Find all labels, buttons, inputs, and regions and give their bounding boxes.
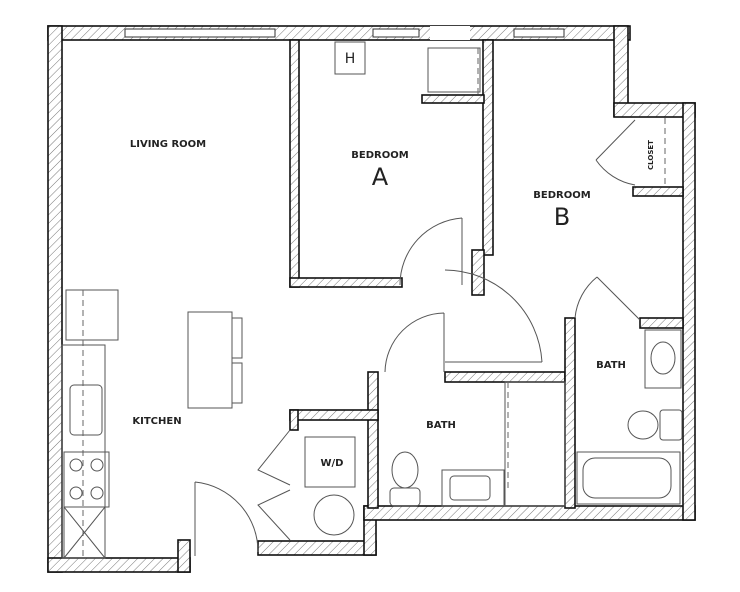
bedroom-b-letter: B xyxy=(554,203,570,231)
laundry-label: W/D xyxy=(321,458,344,469)
refrigerator xyxy=(65,289,119,341)
living-room-label: LIVING ROOM xyxy=(130,139,206,150)
kitchen-island xyxy=(187,311,233,409)
washer-dryer xyxy=(304,436,356,488)
bath-2-toilet xyxy=(627,410,659,440)
bathtub xyxy=(576,451,681,505)
bath-sink xyxy=(441,469,505,507)
shower xyxy=(504,381,566,507)
doors xyxy=(194,119,641,556)
bath-2-sink xyxy=(650,341,676,375)
kitchen-sink xyxy=(69,384,103,436)
bedroom-b-label: BEDROOM xyxy=(533,190,590,201)
range xyxy=(63,451,110,508)
closet-label: CLOSET xyxy=(647,140,655,170)
bath-1-label: BATH xyxy=(426,420,456,431)
interior-walls xyxy=(289,39,684,509)
kitchen-label: KITCHEN xyxy=(132,416,181,427)
windows xyxy=(124,26,565,40)
bedroom-a-label: BEDROOM xyxy=(351,150,408,161)
fixtures xyxy=(61,41,683,559)
bedroom-a-letter: A xyxy=(372,163,389,191)
toilet xyxy=(391,451,419,489)
hvac-mark: H xyxy=(345,51,356,67)
hvac-unit xyxy=(334,41,366,75)
bath-2-label: BATH xyxy=(596,360,626,371)
